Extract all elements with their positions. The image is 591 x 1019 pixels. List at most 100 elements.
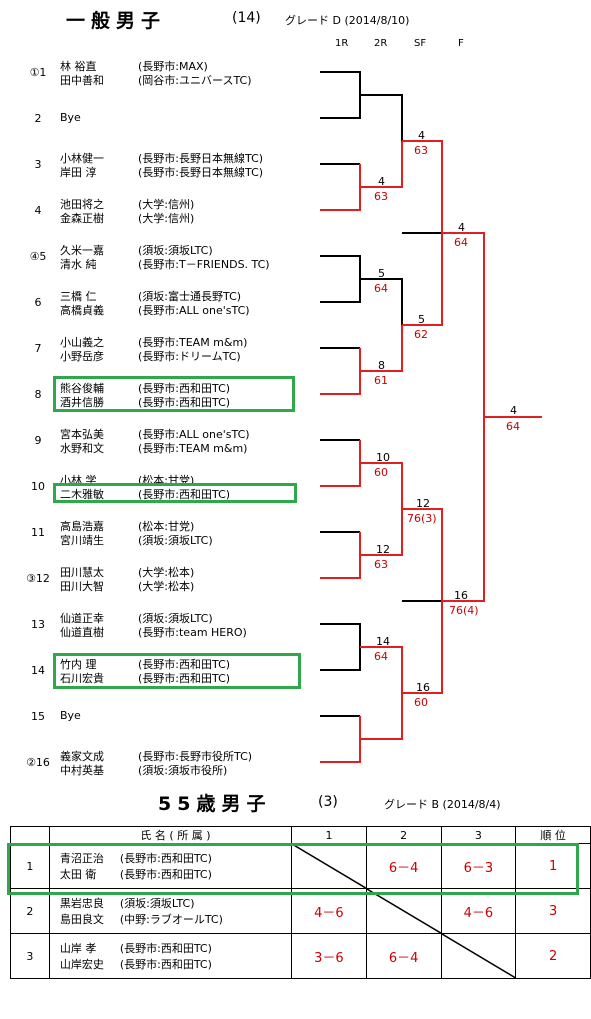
result-cell: 6－4 bbox=[365, 843, 442, 889]
player-name: 水野和文 bbox=[60, 442, 104, 455]
player-club: (中野:ラブオールTC) bbox=[119, 913, 223, 926]
result-winner: 5 bbox=[418, 313, 425, 326]
champion-winner: 4 bbox=[510, 404, 517, 417]
row-players: 山岸 孝(長野市:西和田TC) 山岸宏史(長野市:西和田TC) bbox=[48, 933, 293, 979]
result-score: 60 bbox=[374, 466, 388, 479]
result-score: 63 bbox=[414, 144, 428, 157]
result-cell: 4－6 bbox=[440, 888, 517, 934]
result-winner: 10 bbox=[376, 451, 390, 464]
header-c3: 3 bbox=[440, 826, 517, 844]
player-club: (須坂:須坂市役所) bbox=[138, 764, 228, 777]
player-name: 黒岩忠良 bbox=[59, 897, 104, 910]
singles-grade: グレード D (2014/8/10) bbox=[285, 14, 410, 27]
table-row: 2 黒岩忠良(須坂:須坂LTC) 島田良文(中野:ラブオールTC) 4－6 4－… bbox=[10, 888, 591, 934]
bracket-loser-lines bbox=[320, 71, 442, 717]
bracket-lines bbox=[320, 71, 542, 763]
player-name: 高島浩嘉 bbox=[60, 520, 104, 533]
player-club: (須坂:富士通長野TC) bbox=[138, 290, 242, 303]
player-name: 島田良文 bbox=[59, 913, 104, 926]
player-club: (須坂:須坂LTC) bbox=[119, 897, 195, 910]
player-name: 宮川靖生 bbox=[60, 534, 104, 547]
player-name: 久米一嘉 bbox=[60, 244, 104, 257]
diagonal-line bbox=[292, 844, 366, 888]
result-winner: 14 bbox=[376, 635, 390, 648]
result-cell: 3－6 bbox=[291, 933, 367, 979]
bracket-winner-lines bbox=[320, 140, 542, 763]
slot-seed: 4 bbox=[34, 204, 42, 217]
player-club: (長野市:ドリームTC) bbox=[138, 350, 241, 363]
header-name: 氏 名 ( 所 属 ) bbox=[48, 826, 293, 844]
round-header-1r: 1R bbox=[335, 38, 349, 49]
player-name: 義家文成 bbox=[60, 750, 104, 763]
player-club: (長野市:TEAM m&m) bbox=[138, 336, 248, 349]
player-club: (長野市:西和田TC) bbox=[138, 396, 231, 409]
player-club: (長野市:西和田TC) bbox=[138, 658, 231, 671]
player-club: (長野市:ALL one'sTC) bbox=[138, 428, 250, 441]
veterans-title: 55歳男子 bbox=[158, 793, 272, 815]
result-score: 76(3) bbox=[407, 512, 437, 525]
result-score: 63 bbox=[374, 558, 388, 571]
result-score: 63 bbox=[374, 190, 388, 203]
player-club: (長野市:MAX) bbox=[138, 60, 208, 73]
row-no: 2 bbox=[10, 888, 50, 934]
player-club: (長野市:TEAM m&m) bbox=[138, 442, 248, 455]
highlight-box bbox=[53, 653, 301, 689]
player-name: 田中善和 bbox=[60, 74, 104, 87]
player-club: (長野市:西和田TC) bbox=[138, 382, 231, 395]
player-name: 林 裕直 bbox=[60, 60, 97, 73]
player-club: (長野市:ALL one'sTC) bbox=[138, 304, 250, 317]
player-name: 池田将之 bbox=[60, 198, 104, 211]
slot-seed: 9 bbox=[34, 434, 42, 447]
diagonal-line bbox=[367, 889, 441, 933]
player-name: 金森正樹 bbox=[60, 212, 104, 225]
player-club: (長野市:長野市役所TC) bbox=[138, 750, 253, 763]
player-club: (長野市:西和田TC) bbox=[138, 672, 231, 685]
player-club: (長野市:西和田TC) bbox=[119, 958, 212, 971]
result-score: 64 bbox=[374, 282, 388, 295]
player-club: (長野市:team HERO) bbox=[138, 626, 247, 639]
header-c1: 1 bbox=[291, 826, 367, 844]
result-winner: 5 bbox=[378, 267, 385, 280]
player-club: (長野市:長野日本無線TC) bbox=[138, 166, 264, 179]
result-score: 76(4) bbox=[449, 604, 479, 617]
slot-seed: 11 bbox=[31, 526, 45, 539]
player-name: 熊谷俊輔 bbox=[60, 382, 104, 395]
player-name: 石川宏貴 bbox=[60, 672, 104, 685]
player-name: 山岸宏史 bbox=[59, 958, 104, 971]
player-name: 清水 純 bbox=[60, 258, 97, 271]
player-club: (長野市:長野日本無線TC) bbox=[138, 152, 264, 165]
player-club: (岡谷市:ユニバースTC) bbox=[138, 74, 252, 87]
round-header-f: F bbox=[458, 38, 464, 49]
singles-count: (14) bbox=[232, 10, 261, 26]
player-club: (長野市:西和田TC) bbox=[119, 868, 212, 881]
table-row: 3 山岸 孝(長野市:西和田TC) 山岸宏史(長野市:西和田TC) 3－6 6－… bbox=[10, 933, 591, 979]
player-name: 太田 衛 bbox=[59, 868, 97, 881]
player-name: 仙道直樹 bbox=[60, 626, 104, 639]
player-name: 青沼正治 bbox=[59, 852, 104, 865]
header-rank: 順 位 bbox=[515, 826, 591, 844]
champion-score: 64 bbox=[506, 420, 520, 433]
diagonal-line bbox=[442, 934, 516, 978]
player-name: 高橋貞義 bbox=[60, 304, 104, 317]
player-name: 岸田 淳 bbox=[60, 166, 97, 179]
player-name: 小林健一 bbox=[60, 152, 104, 165]
player-name: 田川大智 bbox=[60, 580, 104, 593]
player-club: (松本:甘党) bbox=[138, 520, 195, 533]
player-club: (長野市:西和田TC) bbox=[119, 942, 212, 955]
rank-cell: 3 bbox=[515, 888, 591, 934]
slot-seed: 10 bbox=[31, 480, 45, 493]
slot-seed: ①1 bbox=[29, 66, 47, 79]
result-score: 64 bbox=[374, 650, 388, 663]
player-name: 酒井信勝 bbox=[60, 396, 104, 409]
self-cell bbox=[440, 933, 517, 979]
result-winner: 12 bbox=[416, 497, 430, 510]
header-c2: 2 bbox=[365, 826, 442, 844]
slot-seed: 15 bbox=[31, 710, 45, 723]
result-winner: 4 bbox=[458, 221, 465, 234]
result-score: 62 bbox=[414, 328, 428, 341]
slot-seed: 3 bbox=[34, 158, 42, 171]
bye-label: Bye bbox=[60, 111, 81, 124]
result-winner: 16 bbox=[416, 681, 430, 694]
result-winner: 4 bbox=[378, 175, 385, 188]
veterans-count: (3) bbox=[318, 794, 338, 810]
